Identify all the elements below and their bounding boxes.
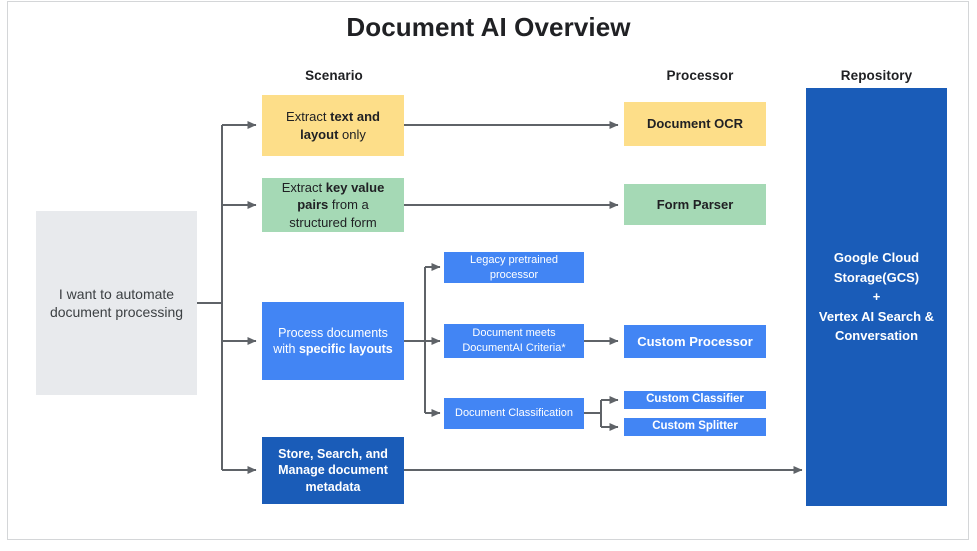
page-title: Document AI Overview [346, 12, 631, 42]
column-header-repository: Repository [840, 68, 913, 83]
scenario-text-0: Extract text and layout only [286, 109, 380, 142]
scenario-box-store-search-manage[interactable]: Store, Search, and Manage document metad… [262, 437, 404, 504]
input-node-automate-document-processing[interactable]: I want to automate document processing [36, 211, 197, 395]
column-header-processor: Processor [666, 68, 734, 83]
processor-box-custom-splitter[interactable]: Custom Splitter [624, 418, 766, 436]
processor-box-custom-processor[interactable]: Custom Processor [624, 325, 766, 358]
processor-box-custom-classifier[interactable]: Custom Classifier [624, 391, 766, 409]
scenario-text-2: Process documents with specific layouts [273, 325, 393, 357]
decision-box-meets-criteria[interactable]: Document meets DocumentAI Criteria* [444, 324, 584, 358]
repository-box-gcs-vertex[interactable]: Google Cloud Storage(GCS) + Vertex AI Se… [806, 88, 947, 506]
processor-box-form-parser[interactable]: Form Parser [624, 184, 766, 225]
decision-box-document-classification[interactable]: Document Classification [444, 398, 584, 429]
column-header-scenario: Scenario [305, 68, 363, 83]
scenario-text-1: Extract key value pairs from a structure… [281, 180, 385, 230]
repository-line-2: Vertex AI Search & Conversation [818, 308, 935, 344]
scenario-box-specific-layouts[interactable]: Process documents with specific layouts [262, 302, 404, 380]
repository-line-1: + [872, 289, 881, 305]
repository-line-0: Google Cloud Storage(GCS) [833, 250, 920, 285]
processor-box-document-ocr[interactable]: Document OCR [624, 102, 766, 146]
scenario-text-3: Store, Search, and Manage document metad… [278, 446, 388, 494]
scenario-box-key-value-pairs[interactable]: Extract key value pairs from a structure… [262, 178, 404, 232]
scenario-box-text-and-layout[interactable]: Extract text and layout only [262, 95, 404, 156]
decision-box-legacy-pretrained[interactable]: Legacy pretrained processor [444, 252, 584, 283]
